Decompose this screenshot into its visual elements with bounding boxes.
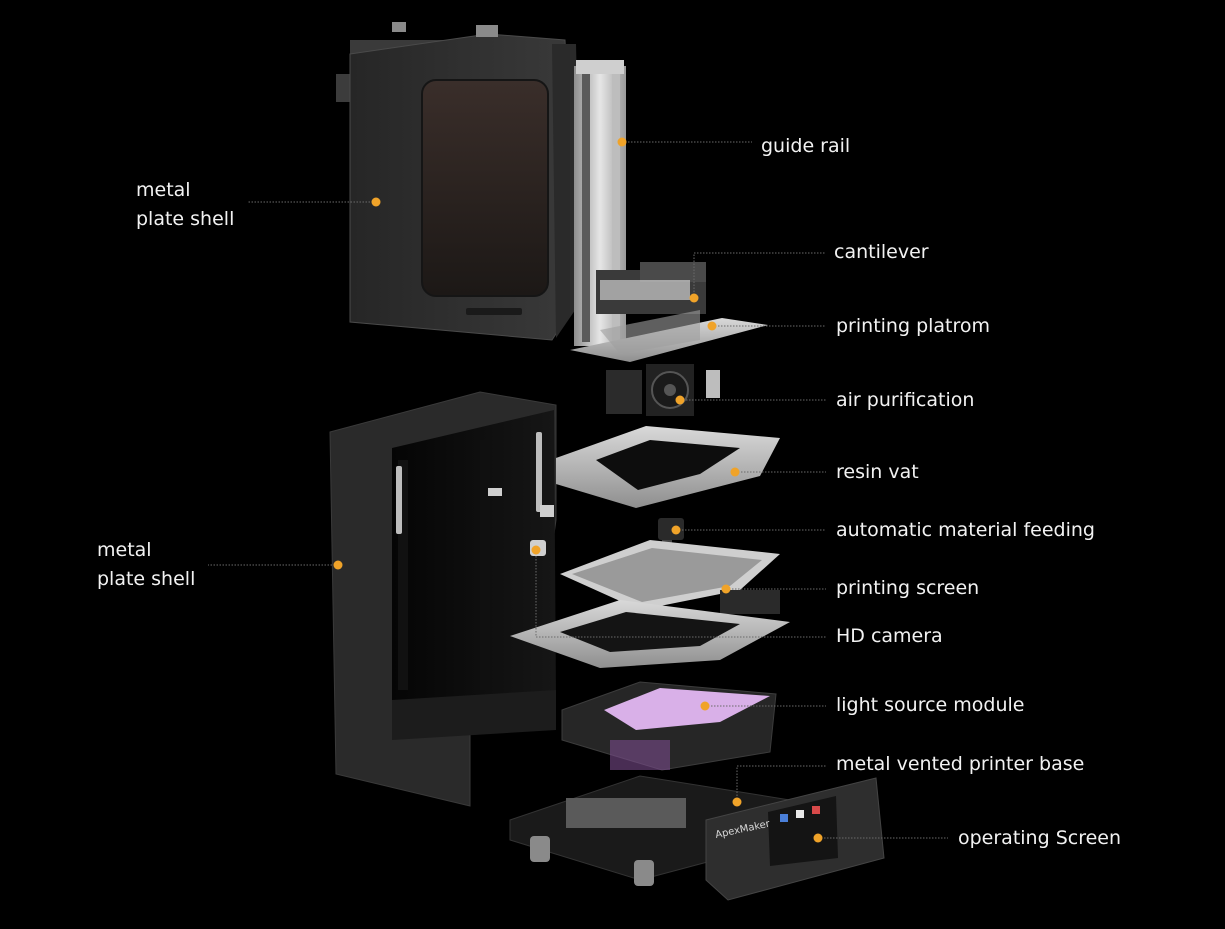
resin-vat-part [556, 426, 780, 508]
label-printing-screen: printing screen [836, 577, 980, 599]
label-resin-vat: resin vat [836, 461, 919, 483]
air-purification-part [606, 364, 720, 416]
callout-dot-hd-camera [531, 545, 541, 555]
callout-dot-metal-vented-printer-base [732, 797, 742, 807]
callout-leaders [208, 137, 948, 843]
callout-dot-light-source-module [700, 701, 710, 711]
label-hd-camera: HD camera [836, 625, 943, 647]
label-metal-plate-shell-top: metal plate shell [136, 179, 235, 230]
callout-dot-resin-vat [730, 467, 740, 477]
light-source-module-part [561, 681, 777, 771]
operating-screen-part: ApexMaker [705, 777, 885, 901]
callout-dot-printing-platform [707, 321, 717, 331]
cantilever-part [596, 262, 706, 314]
label-cantilever: cantilever [834, 241, 929, 263]
callout-dot-air-purification [675, 395, 685, 405]
printing-screen-part [560, 540, 780, 614]
leader-line-hd-camera [535, 550, 826, 638]
callout-dot-automatic-material-feeding [671, 525, 681, 535]
callout-dot-printing-screen [721, 584, 731, 594]
leader-line-metal-vented-printer-base [736, 765, 826, 802]
callout-dot-metal-plate-shell-top [371, 197, 381, 207]
label-guide-rail: guide rail [761, 135, 851, 157]
label-light-source-module: light source module [836, 694, 1025, 716]
callout-dot-metal-plate-shell-bottom [333, 560, 343, 570]
top-metal-plate-shell [336, 22, 582, 341]
hd-camera-part [510, 540, 790, 668]
label-automatic-material-feeding: automatic material feeding [836, 519, 1095, 541]
bottom-metal-plate-shell [329, 391, 557, 807]
label-metal-plate-shell-bottom: metal plate shell [97, 539, 196, 590]
callout-dot-cantilever [689, 293, 699, 303]
callout-dot-operating-screen [813, 833, 823, 843]
label-air-purification: air purification [836, 389, 975, 411]
callout-dot-guide-rail [617, 137, 627, 147]
leader-line-cantilever [693, 252, 825, 298]
printing-platform-part [570, 310, 768, 362]
label-metal-vented-printer-base: metal vented printer base [836, 753, 1085, 775]
label-printing-platform: printing platrom [836, 315, 991, 337]
label-operating-screen: operating Screen [958, 827, 1122, 849]
